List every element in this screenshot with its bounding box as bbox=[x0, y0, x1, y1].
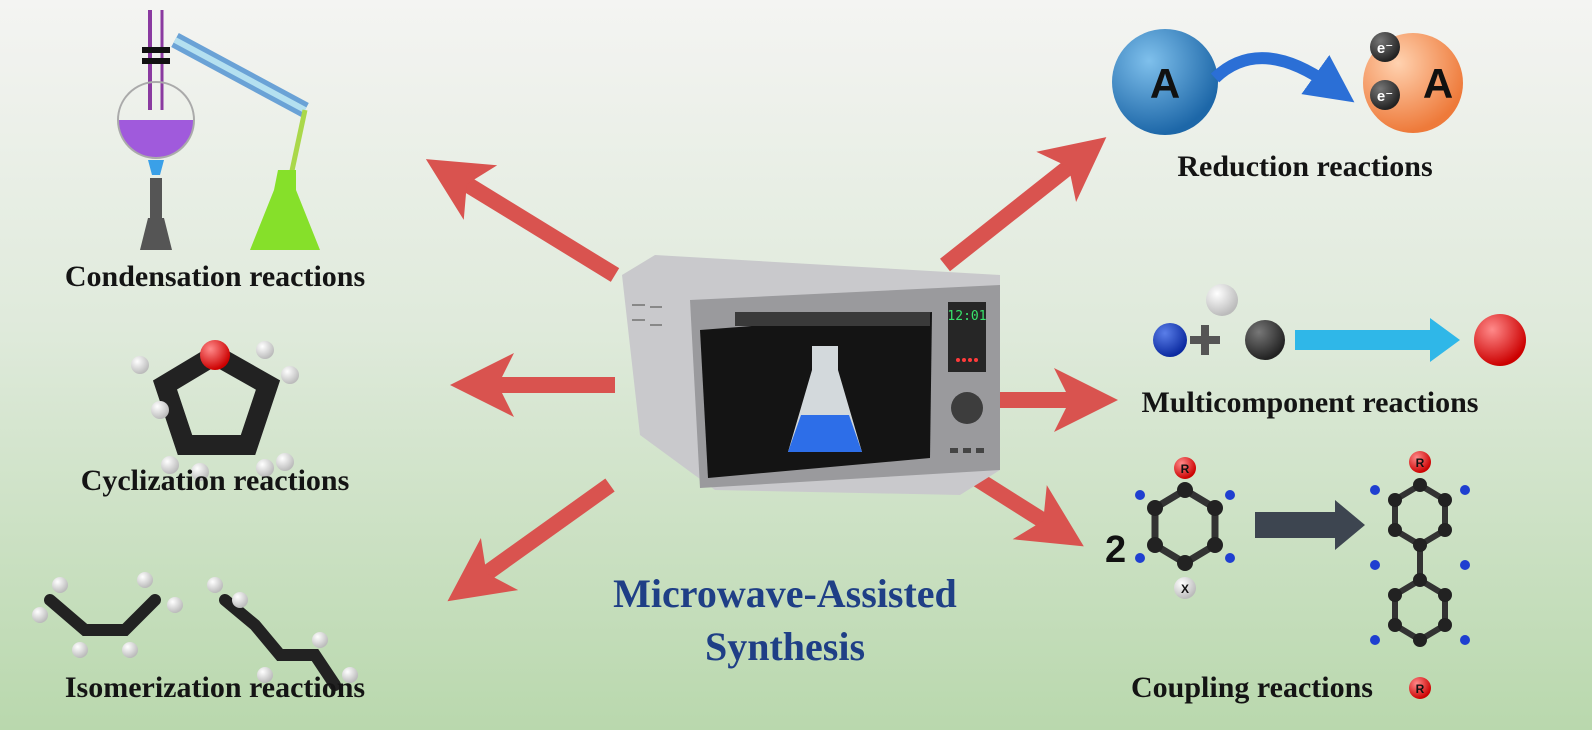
atom-a-right: A bbox=[1423, 60, 1453, 107]
label-isomerization: Isomerization reactions bbox=[65, 671, 365, 704]
arrow-condensation bbox=[425, 159, 620, 282]
reduction-diagram-icon: A A e⁻ e⁻ bbox=[1112, 29, 1463, 135]
electron-2: e⁻ bbox=[1377, 88, 1393, 105]
electron-1: e⁻ bbox=[1377, 40, 1393, 57]
flask-icon bbox=[788, 346, 862, 452]
thf-molecule-icon bbox=[131, 340, 299, 481]
label-cyclization: Cyclization reactions bbox=[81, 464, 350, 497]
multicomponent-diagram-icon bbox=[1153, 284, 1526, 366]
coupling-diagram-icon: 2 R X R R bbox=[1105, 451, 1470, 699]
substituent-r-3: R bbox=[1416, 682, 1425, 696]
substituent-r-1: R bbox=[1181, 462, 1190, 476]
arrow-isomerization bbox=[447, 478, 615, 602]
coupling-coefficient: 2 bbox=[1105, 529, 1126, 571]
label-multicomponent: Multicomponent reactions bbox=[1142, 386, 1479, 419]
microwave-display: 12:01 bbox=[947, 309, 986, 324]
label-coupling: Coupling reactions bbox=[1131, 671, 1373, 704]
title-line1: Microwave-Assisted bbox=[613, 571, 957, 616]
atom-a-left: A bbox=[1150, 60, 1180, 107]
title-line2: Synthesis bbox=[705, 624, 865, 669]
microwave-knob bbox=[951, 392, 983, 424]
label-reduction: Reduction reactions bbox=[1177, 150, 1432, 183]
microwave-oven: 12:01 bbox=[622, 255, 1000, 495]
distillation-apparatus-icon bbox=[117, 10, 320, 250]
arrow-reduction bbox=[940, 137, 1107, 272]
butene-isomers-icon bbox=[32, 572, 358, 691]
substituent-r-2: R bbox=[1416, 456, 1425, 470]
arrows bbox=[425, 137, 1118, 602]
substituent-x: X bbox=[1181, 582, 1189, 596]
label-condensation: Condensation reactions bbox=[65, 260, 365, 293]
